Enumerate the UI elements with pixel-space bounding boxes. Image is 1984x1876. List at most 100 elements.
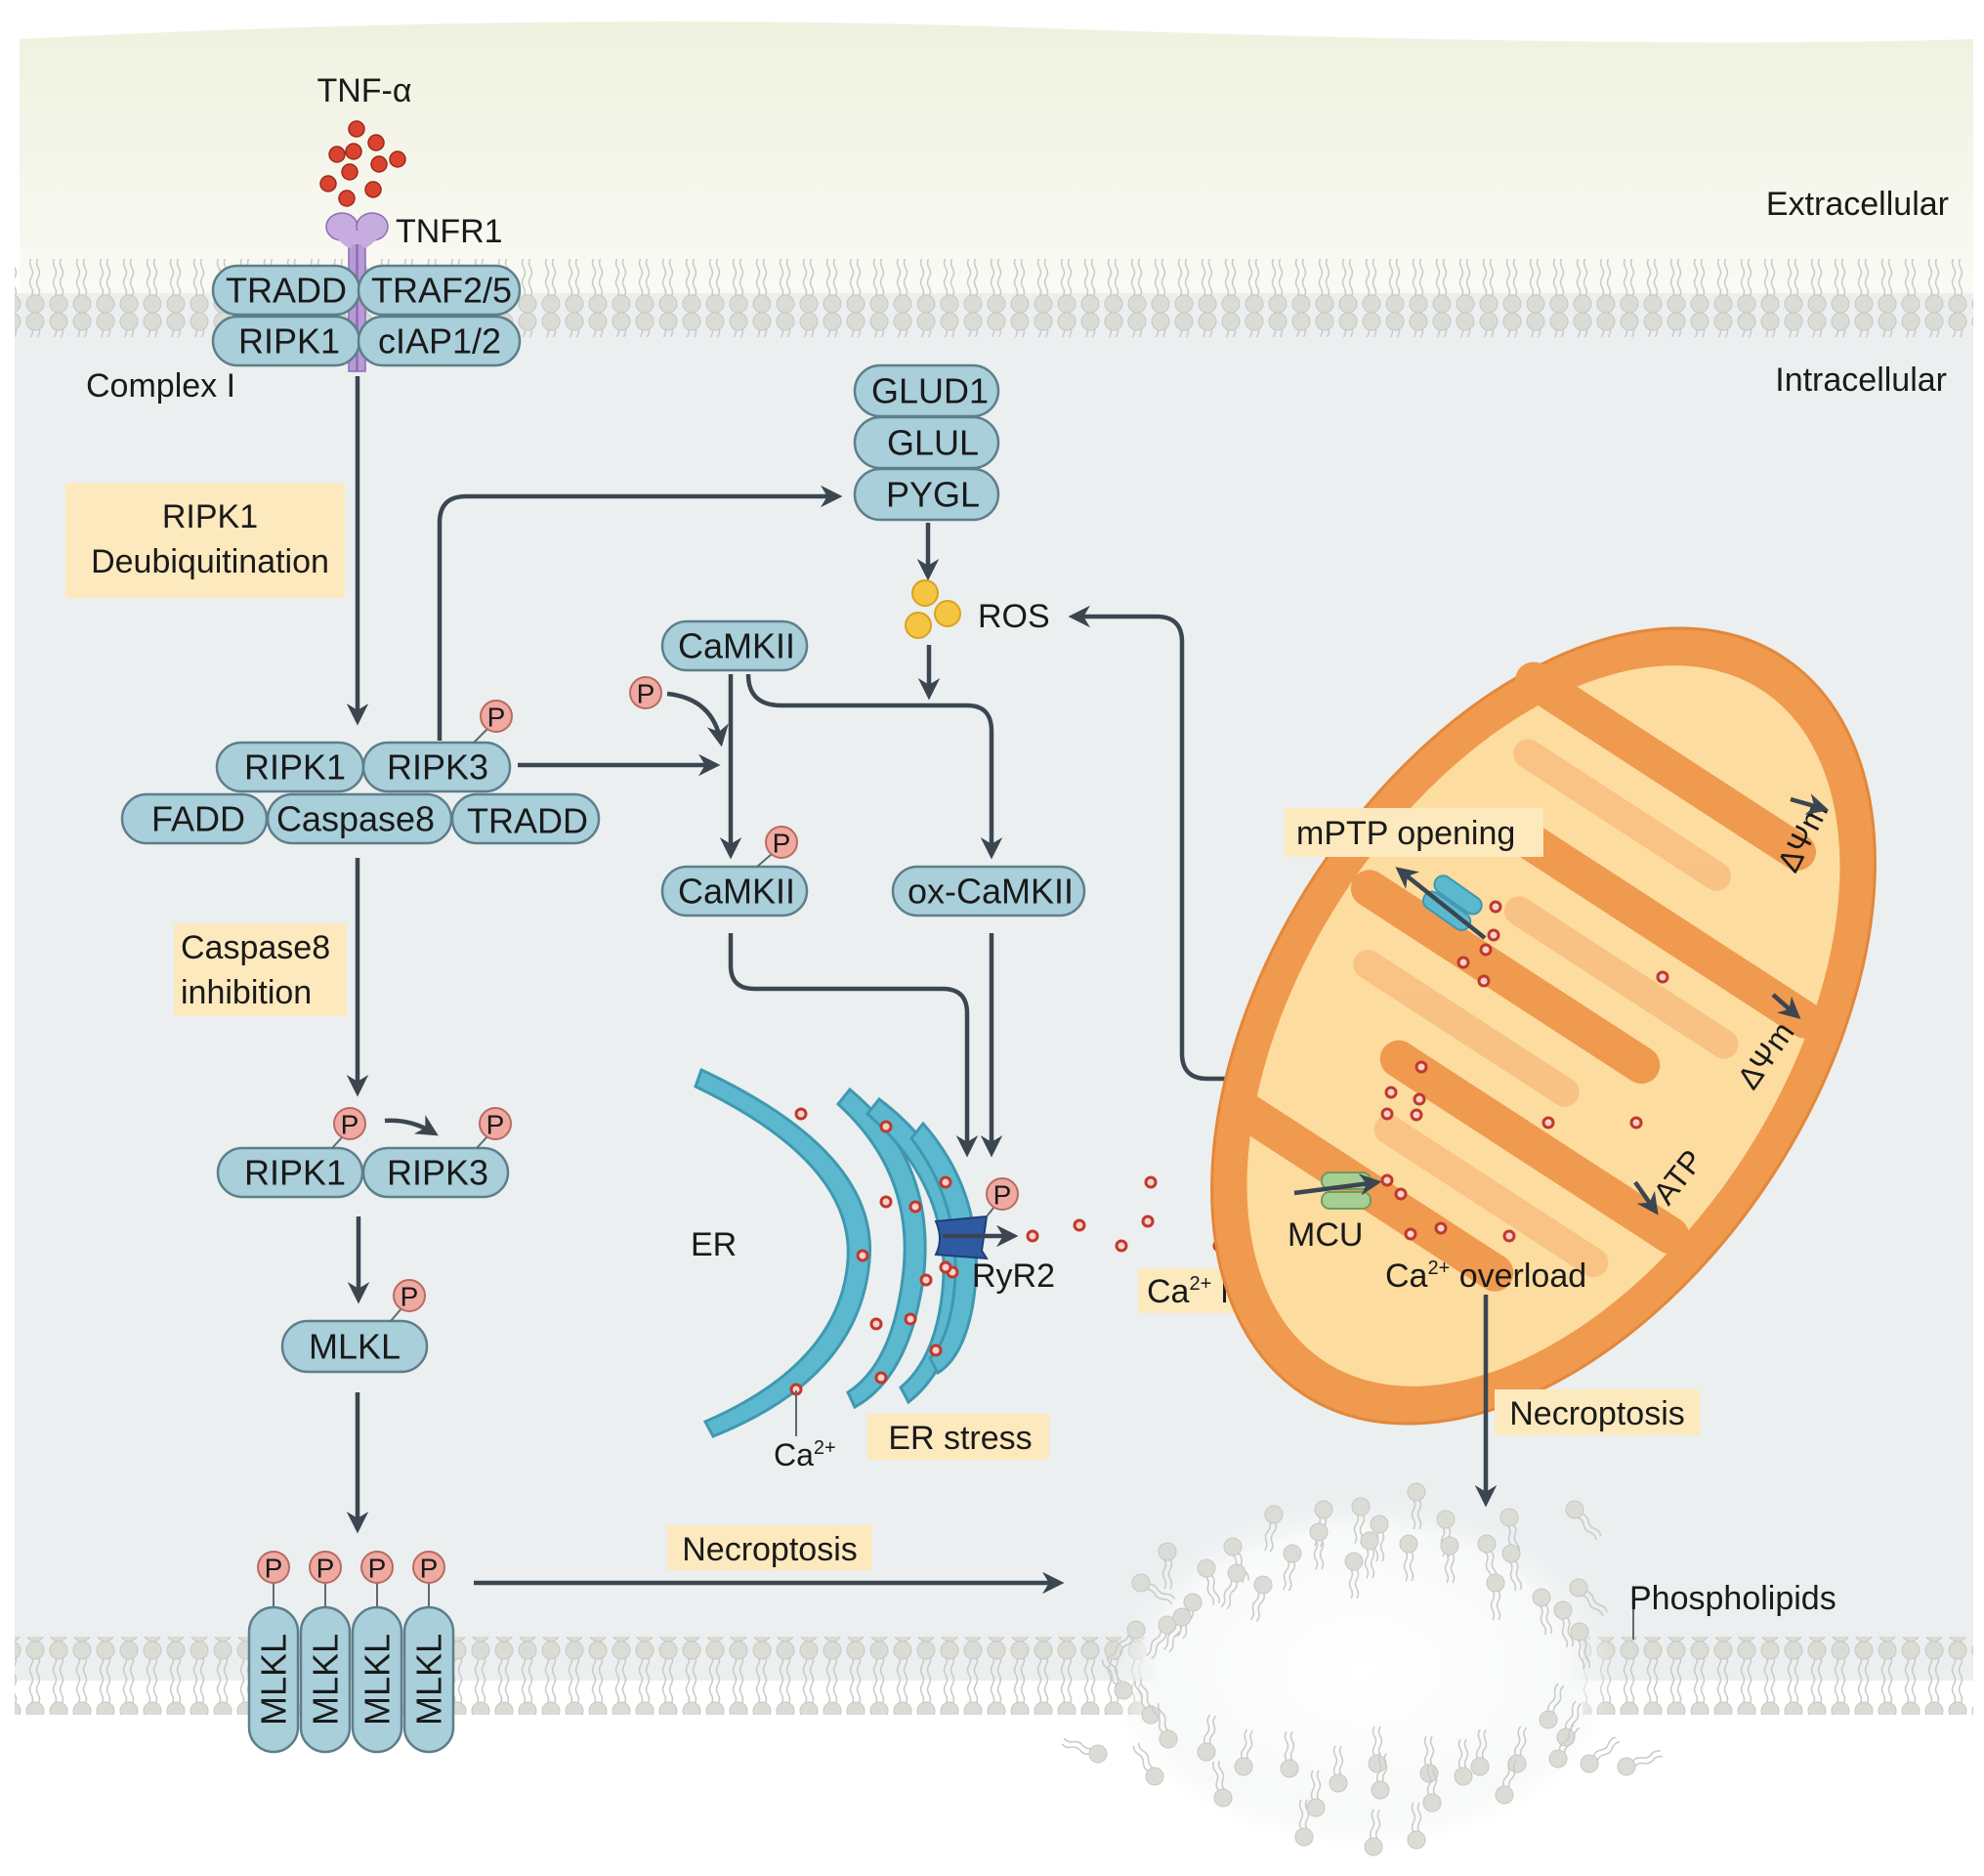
mito-cristae-inner — [1353, 739, 1739, 1278]
tnfr1-label: TNFR1 — [396, 213, 503, 250]
phospho-ripk3-complex-ii: P — [473, 700, 513, 744]
phospholipid — [1422, 1765, 1442, 1812]
ruptured-membrane — [1061, 1482, 1663, 1856]
calcium-ion — [879, 1195, 893, 1209]
phospholipid — [1109, 1620, 1146, 1661]
caspase-inhibition-highlight — [174, 923, 347, 1016]
phospholipid — [1197, 1714, 1217, 1762]
phospholipid — [1407, 1482, 1426, 1530]
calcium-ion — [1656, 970, 1669, 984]
arrow-mito-to-ros — [1068, 605, 1407, 1082]
complex-ii: RIPK1 RIPK3 FADD Caspase8 TRADD — [120, 741, 601, 845]
phospholipid — [1499, 1508, 1521, 1556]
phospholipid — [1617, 1750, 1663, 1776]
calcium-ion — [794, 1107, 808, 1121]
ox-camkii-pill — [891, 865, 1086, 917]
tnf-alpha-molecule — [348, 120, 365, 138]
necroptosis-right-label: Necroptosis — [1509, 1395, 1685, 1432]
calcium-ion — [1410, 1108, 1423, 1122]
complex-ii-tradd: TRADD — [467, 801, 588, 841]
atp-down-arrow — [1633, 1180, 1659, 1215]
necroptosis-right-highlight — [1495, 1389, 1700, 1435]
ros-label: ROS — [978, 598, 1050, 635]
phospholipid — [1158, 1542, 1177, 1590]
phospholipid — [1306, 1769, 1326, 1817]
calcium-ion — [1414, 1060, 1428, 1074]
svg-text:P: P — [637, 679, 655, 709]
calcium-ion — [1115, 1239, 1128, 1253]
svg-text:P: P — [993, 1180, 1012, 1211]
calcium-ion — [1477, 974, 1491, 988]
calcium-ion — [1404, 1227, 1417, 1241]
glud1-label: GLUD1 — [871, 371, 989, 411]
phospholipid — [1061, 1737, 1108, 1764]
calcium-ion — [1502, 1229, 1516, 1243]
mlkl-oligomer-unit: P MLKL — [351, 1551, 403, 1754]
extracellular-label: Extracellular — [1766, 186, 1949, 223]
glul-label: GLUL — [887, 423, 979, 463]
calcium-ion — [1541, 1116, 1555, 1130]
calcium-ion — [1434, 1221, 1448, 1235]
calcium-ion — [1073, 1218, 1086, 1232]
phospholipid — [1162, 1607, 1192, 1653]
tnf-alpha-molecules — [319, 120, 406, 207]
phospholipids-label: Phospholipids — [1629, 1580, 1836, 1617]
calcium-ion — [879, 1120, 893, 1133]
mlkl-monomer-label: MLKL — [309, 1327, 401, 1367]
caspase-inhibition-label-line2: inhibition — [181, 974, 312, 1011]
pygl-label: PYGL — [886, 475, 980, 515]
phospholipid — [1399, 1534, 1418, 1582]
svg-text:P: P — [401, 1282, 419, 1312]
calcium-ion — [869, 1317, 883, 1331]
svg-text:P: P — [368, 1554, 387, 1584]
svg-text:P: P — [317, 1554, 335, 1584]
phospholipid — [1454, 1738, 1473, 1786]
intracellular-label: Intracellular — [1775, 362, 1947, 399]
mcu-label: MCU — [1287, 1216, 1363, 1254]
phospho-ripk3-necrosome: P — [476, 1107, 512, 1149]
arrow-camkii-to-ox-camkii — [745, 673, 1003, 860]
mlkl-oligomer-label: MLKL — [409, 1634, 449, 1726]
calcium-ion — [1380, 1107, 1394, 1121]
phospholipid — [1580, 1736, 1621, 1773]
ryr2-channel: P — [934, 1177, 1019, 1260]
plasma-membrane-bottom-left — [15, 1637, 1148, 1715]
phospholipid — [1294, 1799, 1314, 1847]
svg-text:P: P — [420, 1554, 439, 1584]
ryr2-label: RyR2 — [972, 1258, 1055, 1295]
calcium-ion — [929, 1343, 943, 1357]
complex-ii-caspase8: Caspase8 — [276, 799, 435, 839]
calcium-ion — [1456, 956, 1470, 969]
calcium-ion — [939, 1175, 952, 1189]
mlkl-oligomer-label: MLKL — [358, 1634, 398, 1726]
tnf-alpha-molecule — [389, 150, 406, 168]
phospholipid — [1507, 1726, 1528, 1773]
complex-i-tradd: TRADD — [226, 271, 347, 311]
necroptosis-center-highlight — [667, 1525, 872, 1570]
phospholipid — [1220, 1563, 1246, 1610]
phospholipid — [1211, 1760, 1233, 1808]
arrow-ripk1-phosphorylates-ripk3 — [384, 1115, 439, 1136]
er-label: ER — [691, 1226, 737, 1263]
phospholipid — [1309, 1522, 1329, 1570]
phospholipid — [1263, 1505, 1284, 1553]
tnf-alpha-label: TNF-α — [317, 72, 411, 109]
potential-1-down-arrow — [1790, 793, 1830, 815]
calcium-ion — [1487, 928, 1500, 942]
camkii-pill — [660, 619, 809, 672]
complex-i-traf: TRAF2/5 — [371, 271, 512, 311]
endoplasmic-reticulum — [694, 1067, 978, 1438]
deubiquitination-label-line2: Deubiquitination — [91, 543, 329, 580]
mlkl-monomer: MLKL P — [280, 1279, 429, 1374]
phospholipid — [1249, 1575, 1273, 1623]
mlkl-oligomer-unit: P MLKL — [402, 1551, 455, 1754]
tnf-alpha-molecule — [338, 190, 356, 207]
calcium-ion — [939, 1260, 952, 1274]
complex-i-ciap: cIAP1/2 — [378, 321, 501, 362]
mptp-label: mPTP opening — [1296, 815, 1515, 852]
phospholipid — [1407, 1802, 1426, 1850]
deubiquitination-label-line1: RIPK1 — [162, 498, 258, 535]
phospholipid — [1344, 1552, 1364, 1599]
deubiquitination-highlight — [65, 483, 345, 598]
